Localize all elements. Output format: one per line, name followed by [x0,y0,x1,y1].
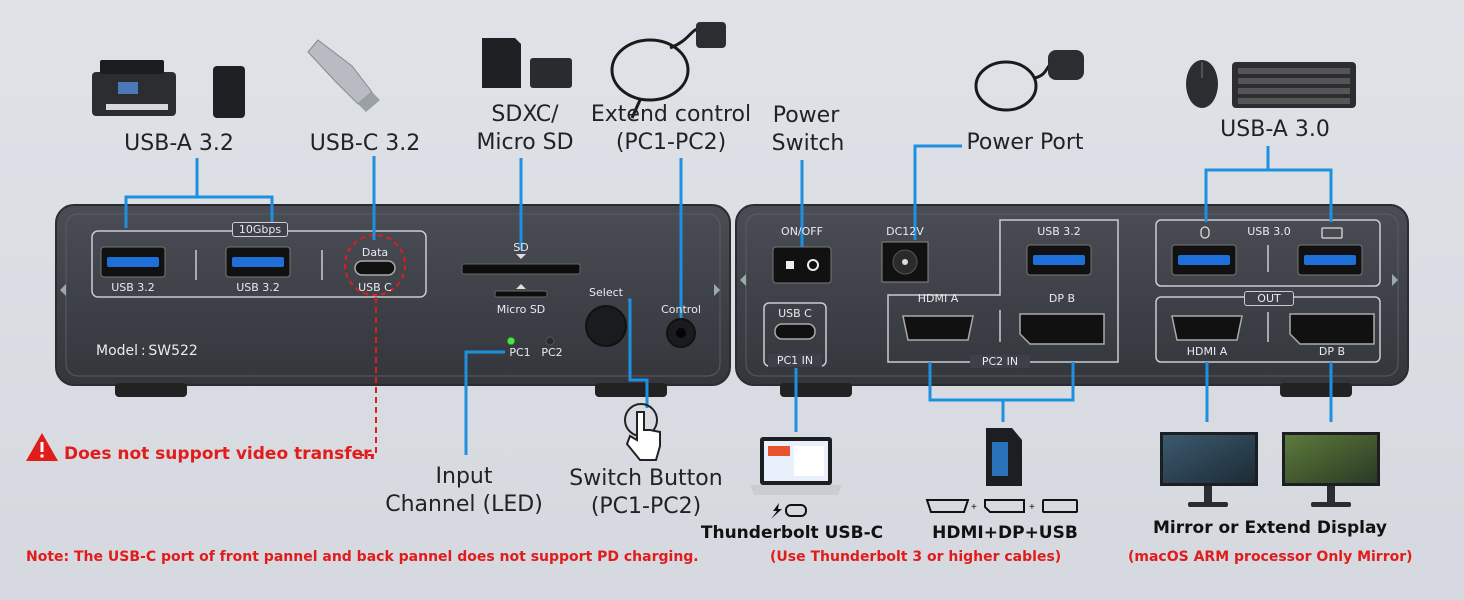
jack-label-dc12v: DC12V [886,225,924,238]
port-label-usb-3-2: USB 3.2 [236,281,280,294]
port-label-data: Data [361,246,389,259]
usb-a-port-icon [225,246,291,278]
group-label-out: OUT [1244,291,1294,306]
sd-slot-icon [461,263,581,275]
label-usb-a-3-2: USB-A 3.2 [124,131,234,156]
label-micro-sd: Micro SD [476,130,574,155]
usb-a-port-icon [100,246,166,278]
warning-text: Does not support video transfer. [64,444,376,464]
led-pc2-icon [545,336,555,346]
usb-c-port-icon [774,323,816,340]
arrow-up-icon [516,284,526,289]
microsd-slot-icon [494,290,548,298]
note-text: Note: The USB-C port of front pannel and… [26,549,699,565]
label-thunderbolt-usb-c: Thunderbolt USB-C [700,523,884,543]
mouse-icon [1186,60,1218,108]
connector-lines [124,144,1333,455]
led-pc1-icon [506,336,516,346]
hdmi-port-icon [902,315,974,341]
label-power: Power [772,103,840,128]
usb-a-port-icon [1171,244,1237,276]
label-input: Input [435,464,493,489]
led-label-pc1: PC1 [509,346,531,359]
svg-text:+: + [1029,502,1035,513]
label-hdmi-dp-usb: HDMI+DP+USB [932,523,1078,543]
rocker-switch-icon [772,246,832,284]
arrow-icon [714,284,720,296]
label-channel-led: Channel (LED) [385,492,543,517]
group-label-pc2-in: PC2 IN [970,355,1030,368]
foot-icon [595,383,667,397]
select-label: Select [589,286,623,299]
select-button-icon [585,305,627,347]
hdmi-dp-usb-icons: + + [925,499,1078,513]
group-label-pc1-in: PC1 IN [768,354,822,367]
led-label-pc2: PC2 [541,346,563,359]
label-switch: Switch [771,131,845,156]
slot-label-sd: SD [513,241,529,254]
mouse-icon [1200,226,1210,239]
keyboard-icon [1321,227,1343,239]
label-switch-button-range: (PC1-PC2) [590,494,702,519]
label-mirror-extend: Mirror or Extend Display [1153,518,1387,538]
touch-finger-icon [624,403,661,461]
speed-badge: 10Gbps [232,222,288,237]
model-label: Model : SW522 [96,343,198,359]
power-adapter-icon [974,50,1084,112]
label-power-port: Power Port [966,130,1084,155]
port-label-dp-b-out: DP B [1318,345,1346,358]
usb-a-port-icon [1026,244,1092,276]
control-label: Control [661,303,701,316]
slot-label-micro-sd: Micro SD [496,303,546,316]
control-cable-icon [610,22,726,119]
usb-a-port-icon [1297,244,1363,276]
keyboard-icon [1232,62,1356,108]
port-label-usb-c-back: USB C [778,307,812,320]
port-label-hdmi-a-in: HDMI A [917,292,959,305]
port-label-usb-3-2-back: USB 3.2 [1037,225,1081,238]
hdmi-port-icon [1171,315,1243,341]
usb-c-port-icon [354,260,396,276]
label-extend-control: Extend control [590,102,752,127]
monitor-icon [1282,432,1380,507]
arrow-icon [60,284,66,296]
svg-text:+: + [971,502,977,513]
arrow-down-icon [516,254,526,259]
sd-card-icon [482,38,572,88]
mirror-note: (macOS ARM processor Only Mirror) [1128,549,1413,565]
warning-line [360,297,377,456]
warning-triangle-icon [26,433,58,461]
port-label-dp-b-in: DP B [1048,292,1076,305]
front-panel [55,204,731,397]
laptop-icon [750,437,842,495]
pc-tower-icon [986,428,1022,486]
label-extend-control-range: (PC1-PC2) [615,130,727,155]
warning-circle [344,234,406,296]
thunderbolt-icon [771,503,807,519]
label-sdxc: SDXC/ [491,102,559,127]
usb-flash-drive-icon [307,39,380,112]
printer-icon [92,60,176,116]
external-drive-icon [213,66,245,118]
back-panel [735,204,1409,397]
port-label-usb-c: USB C [358,281,392,294]
port-label-usb-3-2: USB 3.2 [111,281,155,294]
monitor-icon [1160,432,1258,507]
foot-icon [115,383,187,397]
port-label-usb-3-0: USB 3.0 [1247,225,1291,238]
label-switch-button: Switch Button [569,466,723,491]
port-label-hdmi-a-out: HDMI A [1186,345,1228,358]
displayport-icon [1289,313,1375,345]
label-usb-c-3-2: USB-C 3.2 [309,131,421,156]
switch-label-on-off: ON/OFF [781,225,823,238]
thunderbolt-note: (Use Thunderbolt 3 or higher cables) [770,549,1062,565]
displayport-icon [1019,313,1105,345]
label-usb-a-3-0: USB-A 3.0 [1220,117,1330,142]
